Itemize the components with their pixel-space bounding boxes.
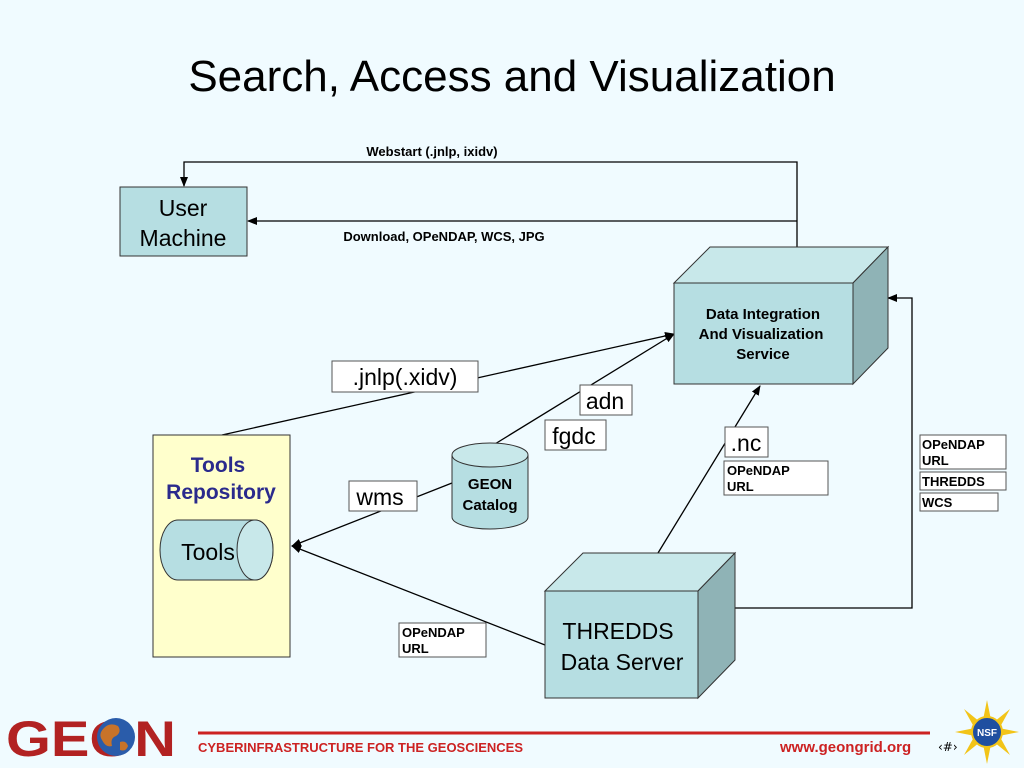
repository-label-line1: Tools bbox=[191, 454, 245, 477]
right-thredds-label: THREDDS bbox=[922, 474, 985, 489]
nc-label: .nc bbox=[731, 430, 762, 456]
opendap-bottom-line1: OPeNDAP bbox=[402, 625, 465, 640]
user-machine-label-line2: Machine bbox=[140, 225, 227, 251]
opendap-mid-line2: URL bbox=[727, 479, 754, 494]
geon-catalog-cylinder: GEON Catalog bbox=[451, 442, 529, 530]
geon-logo: GEON bbox=[6, 711, 176, 767]
nsf-logo: NSF bbox=[955, 700, 1019, 764]
thredds-tools-edge bbox=[291, 545, 546, 646]
thredds-data-server-cube: THREDDS Data Server bbox=[543, 551, 737, 700]
adn-label-box: adn bbox=[579, 384, 633, 416]
download-label: Download, OPeNDAP, WCS, JPG bbox=[343, 229, 544, 244]
service-label-line3: Service bbox=[736, 346, 789, 363]
nc-edge bbox=[657, 385, 761, 554]
webstart-label: Webstart (.jnlp, ixidv) bbox=[366, 144, 497, 159]
fgdc-label-box: fgdc bbox=[544, 419, 607, 451]
user-machine-box: User Machine bbox=[119, 186, 248, 257]
catalog-label-line2: Catalog bbox=[462, 497, 517, 514]
thredds-div-edge bbox=[735, 294, 913, 609]
service-label-line2: And Visualization bbox=[699, 326, 824, 343]
repository-label-line2: Repository bbox=[166, 481, 276, 504]
nc-label-box: .nc bbox=[724, 426, 769, 458]
data-integration-service-cube: Data Integration And Visualization Servi… bbox=[672, 245, 890, 386]
footer-website: www.geongrid.org bbox=[780, 739, 912, 756]
thredds-label-line1: THREDDS bbox=[562, 618, 673, 644]
fgdc-label: fgdc bbox=[552, 423, 595, 449]
right-opendap-line2: URL bbox=[922, 453, 949, 468]
user-machine-label-line1: User bbox=[159, 195, 208, 221]
webstart-edge bbox=[180, 161, 798, 248]
footer-tagline: CYBERINFRASTRUCTURE FOR THE GEOSCIENCES bbox=[198, 740, 524, 755]
jnlp-label-box: .jnlp(.xidv) bbox=[331, 360, 479, 393]
catalog-label-line1: GEON bbox=[468, 476, 512, 493]
service-label-line1: Data Integration bbox=[706, 306, 820, 323]
jnlp-label: .jnlp(.xidv) bbox=[353, 364, 458, 390]
right-stack-labels: OPeNDAP URL THREDDS WCS bbox=[919, 434, 1007, 512]
opendap-mid-label-box: OPeNDAP URL bbox=[723, 460, 829, 496]
right-opendap-line1: OPeNDAP bbox=[922, 437, 985, 452]
adn-label: adn bbox=[586, 388, 624, 414]
connector-lines bbox=[180, 161, 913, 646]
wms-label: wms bbox=[355, 484, 403, 510]
opendap-bottom-line2: URL bbox=[402, 641, 429, 656]
thredds-label-line2: Data Server bbox=[561, 649, 684, 675]
tools-cylinder: Tools bbox=[159, 519, 274, 581]
right-wcs-label: WCS bbox=[922, 495, 953, 510]
opendap-mid-line1: OPeNDAP bbox=[727, 463, 790, 478]
footer-page-number: ‹#› bbox=[938, 740, 958, 754]
wms-label-box: wms bbox=[348, 480, 418, 512]
geon-logo-text: GEON bbox=[6, 711, 176, 767]
slide-title: Search, Access and Visualization bbox=[188, 52, 836, 101]
tools-label: Tools bbox=[181, 539, 235, 565]
wms-edge bbox=[291, 482, 453, 547]
nsf-emblem-icon bbox=[971, 716, 1003, 748]
opendap-bottom-label-box: OPeNDAP URL bbox=[398, 622, 487, 658]
nsf-label: NSF bbox=[977, 728, 997, 739]
